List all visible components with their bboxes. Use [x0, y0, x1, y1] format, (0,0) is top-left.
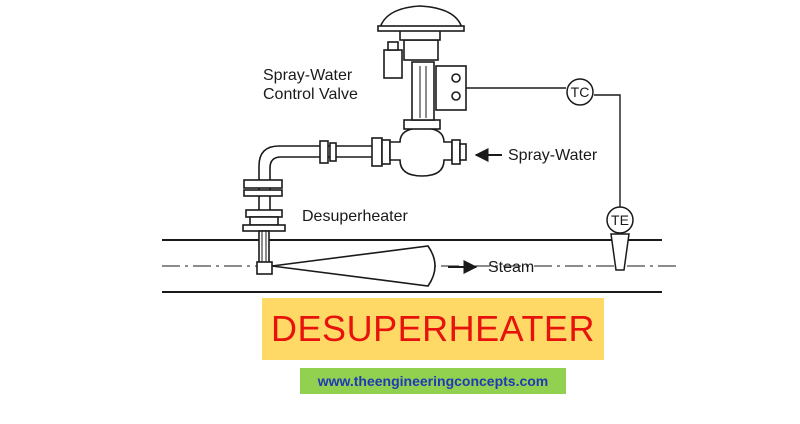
title-text: DESUPERHEATER: [271, 308, 595, 349]
desuperheater-label: Desuperheater: [302, 208, 408, 225]
website-banner: www.theengineeringconcepts.com: [300, 368, 566, 394]
temperature-element: TE: [606, 206, 634, 271]
spray-water-label: Spray-Water: [508, 147, 598, 164]
temperature-controller: TC: [566, 78, 594, 106]
desuperheater-nozzle: [242, 209, 286, 275]
te-label: TE: [611, 212, 629, 228]
control-signal-lines: [466, 87, 621, 212]
control-valve-label-line2: Control Valve: [263, 86, 358, 103]
website-link[interactable]: www.theengineeringconcepts.com: [317, 373, 549, 389]
spray-cone: [271, 245, 436, 287]
te-probe: [610, 233, 630, 271]
valve-body: [371, 119, 467, 177]
steam-label: Steam: [488, 259, 535, 276]
control-valve-label-line1: Spray-Water: [263, 67, 353, 84]
spray-water-piping: [243, 140, 380, 210]
valve-actuator: [377, 5, 467, 121]
tc-label: TC: [571, 84, 590, 100]
title-banner: DESUPERHEATER: [262, 298, 604, 360]
